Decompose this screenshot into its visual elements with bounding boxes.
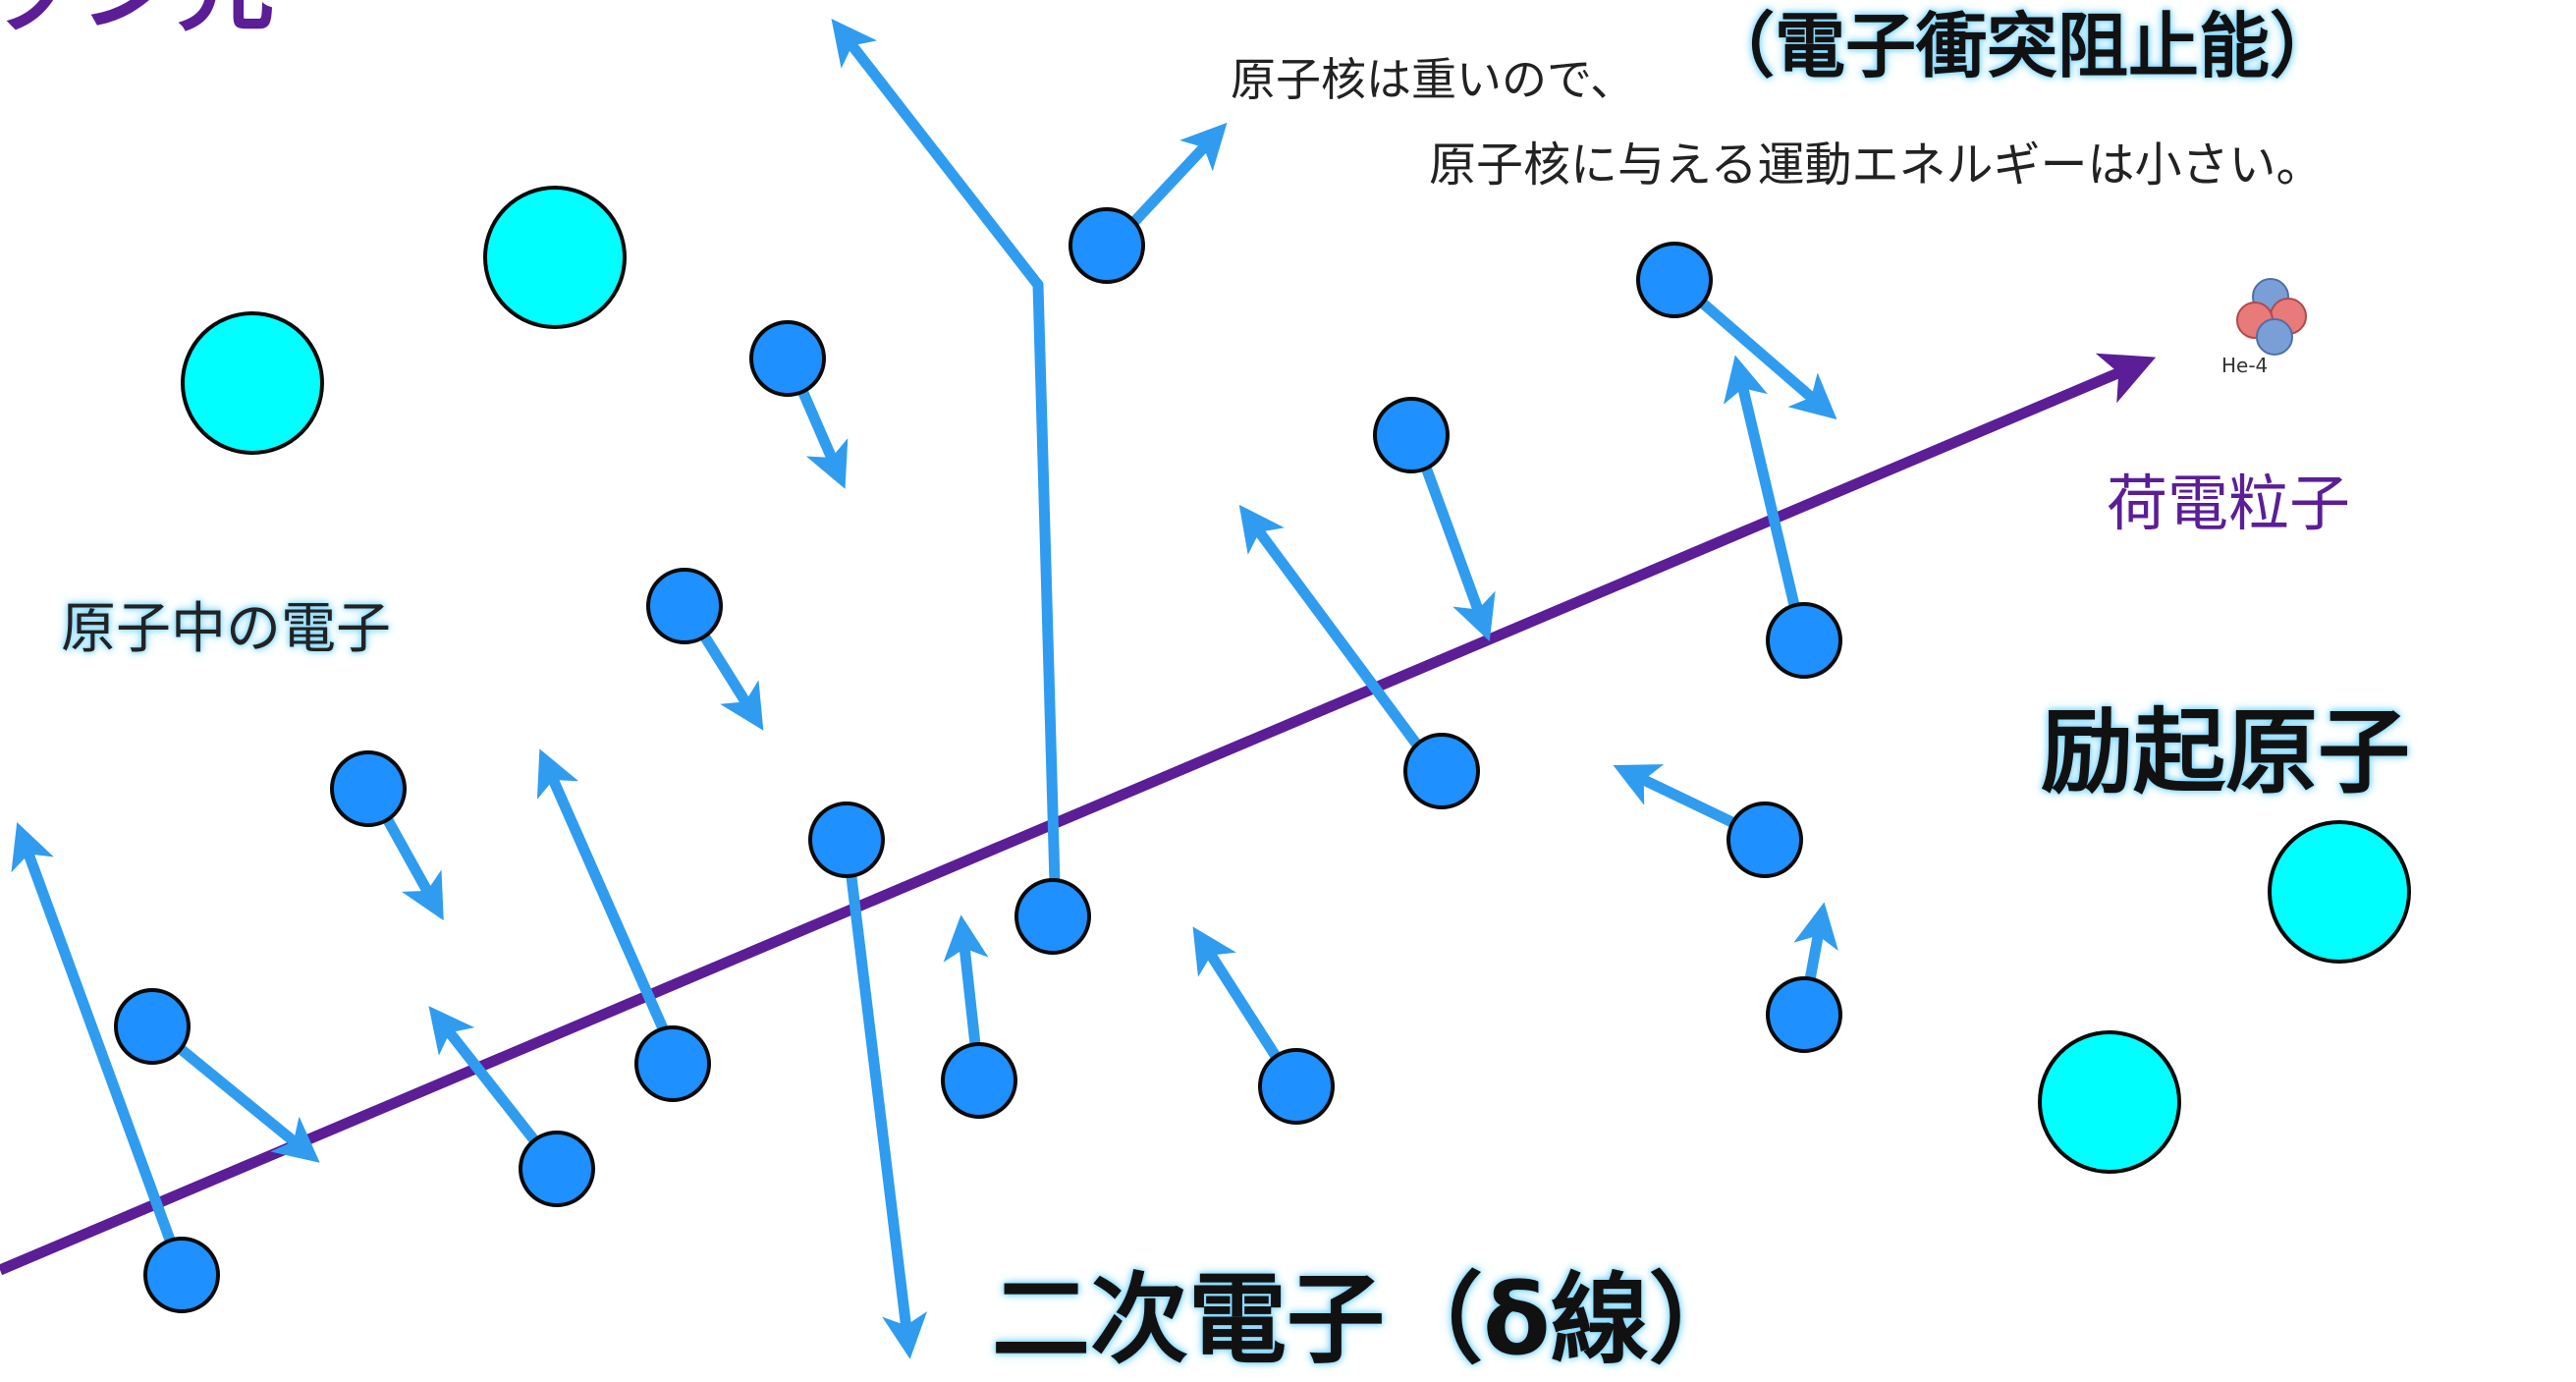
electron <box>143 1237 220 1313</box>
atom <box>2038 1030 2181 1174</box>
electron <box>1766 976 1842 1053</box>
electron <box>1014 878 1091 955</box>
atom <box>2268 820 2411 964</box>
charged-particle-label: 荷電粒子 <box>2107 468 2351 539</box>
electron <box>1373 397 1450 473</box>
electrons-in-atom-label: 原子中の電子 <box>61 597 391 661</box>
stopping-power-label: （電子衝突阻止能） <box>1704 5 2341 87</box>
electron <box>1258 1048 1335 1125</box>
electron <box>749 320 826 397</box>
electron <box>519 1131 595 1207</box>
atom <box>181 311 324 455</box>
electron <box>634 1025 711 1102</box>
he4-tag: He-4 <box>2221 354 2269 377</box>
electron <box>808 802 885 878</box>
electron-arrows <box>11 19 1838 1359</box>
electron-arrow <box>11 821 188 1278</box>
electron <box>1636 242 1713 318</box>
electron <box>646 568 723 644</box>
secondary-electron-label: 二次電子（δ線） <box>992 1262 1747 1377</box>
nucleus-note-line-1: 原子核は重いので、 <box>1231 53 1636 106</box>
charged-particle-track <box>0 353 2157 1276</box>
corner-label: ッシ先 <box>0 0 275 49</box>
electron <box>1069 207 1145 284</box>
electron-arrow <box>536 748 676 1050</box>
he4-nucleus-icon <box>2236 278 2307 356</box>
electron <box>1726 802 1803 878</box>
electron-arrow <box>842 839 928 1359</box>
electrons <box>114 207 1842 1313</box>
electron-arrow <box>1723 355 1808 644</box>
electron-arrow <box>1238 504 1445 780</box>
electron <box>330 750 407 827</box>
excited-atom-label: 励起原子 <box>2041 699 2411 806</box>
nucleus-note-line-2: 原子核に与える運動エネルギーは小さい。 <box>1429 138 2324 193</box>
electron-arrow <box>1032 279 1062 924</box>
electron <box>1766 602 1842 679</box>
electron-arrow <box>831 19 1044 291</box>
electron <box>114 988 191 1065</box>
atom <box>483 186 627 329</box>
electron <box>1403 733 1480 809</box>
electron <box>941 1042 1017 1119</box>
electron-arrow <box>153 1025 320 1163</box>
